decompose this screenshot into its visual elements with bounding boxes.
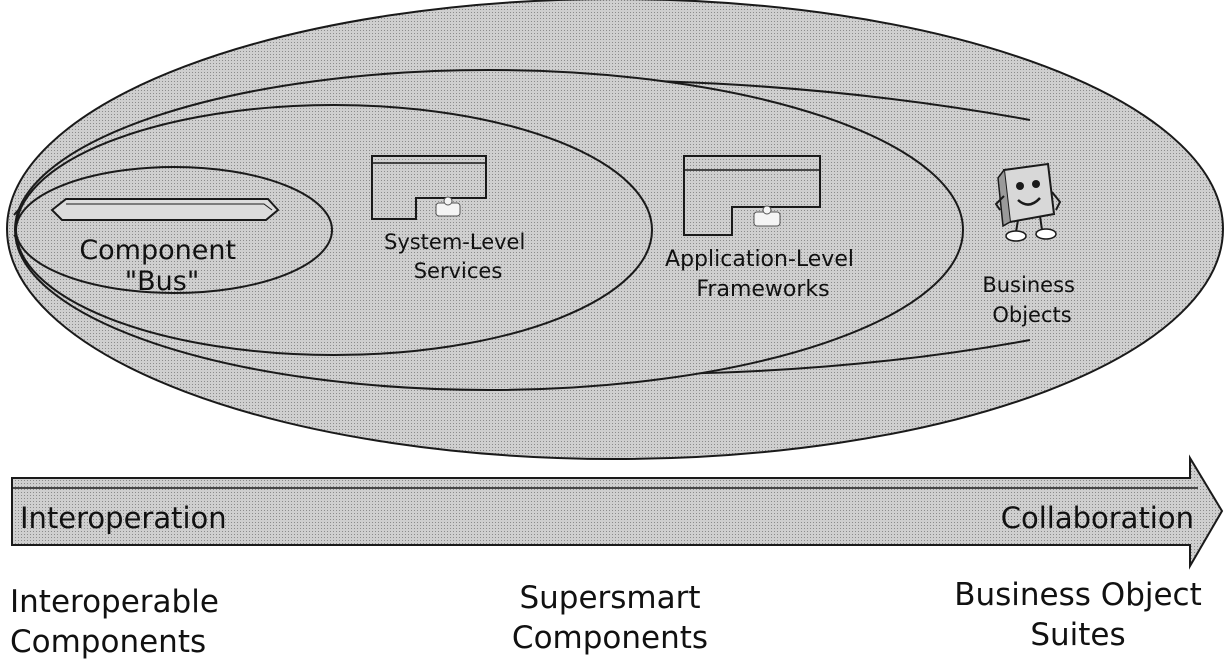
application-frameworks-icon (683, 155, 821, 236)
stage-label-supersmart-components: Supersmart Components (490, 578, 730, 658)
stage-label-line: Suites (1030, 617, 1126, 653)
system-services-icon (371, 155, 487, 220)
bus-icon (50, 198, 280, 221)
stage-label-line: Components (10, 624, 207, 660)
arrow-left-label: Interoperation (20, 501, 227, 535)
arrow-right-label: Collaboration (1001, 501, 1194, 535)
puzzle-piece-icon (435, 196, 461, 217)
business-objects-label: Business Objects (982, 273, 1081, 327)
application-level-frameworks-label: Application-Level Frameworks (665, 247, 861, 302)
puzzle-piece-icon-2 (753, 205, 781, 227)
stage-label-line: Components (511, 620, 709, 656)
system-level-services-label: System-Level Services (384, 230, 532, 283)
stage-label-interoperable-components: Interoperable Components (2, 582, 260, 662)
stage-label-line: Interoperable (10, 584, 219, 620)
business-object-character-icon (994, 162, 1062, 242)
stage-label-business-object-suites: Business Object Suites (928, 575, 1228, 655)
stage-label-line: Supersmart (519, 580, 701, 616)
progression-arrow (11, 454, 1224, 570)
bus-icon-highlight (66, 203, 273, 211)
component-bus-label: Component "Bus" (79, 235, 244, 297)
stage-label-line: Business Object (954, 577, 1202, 613)
